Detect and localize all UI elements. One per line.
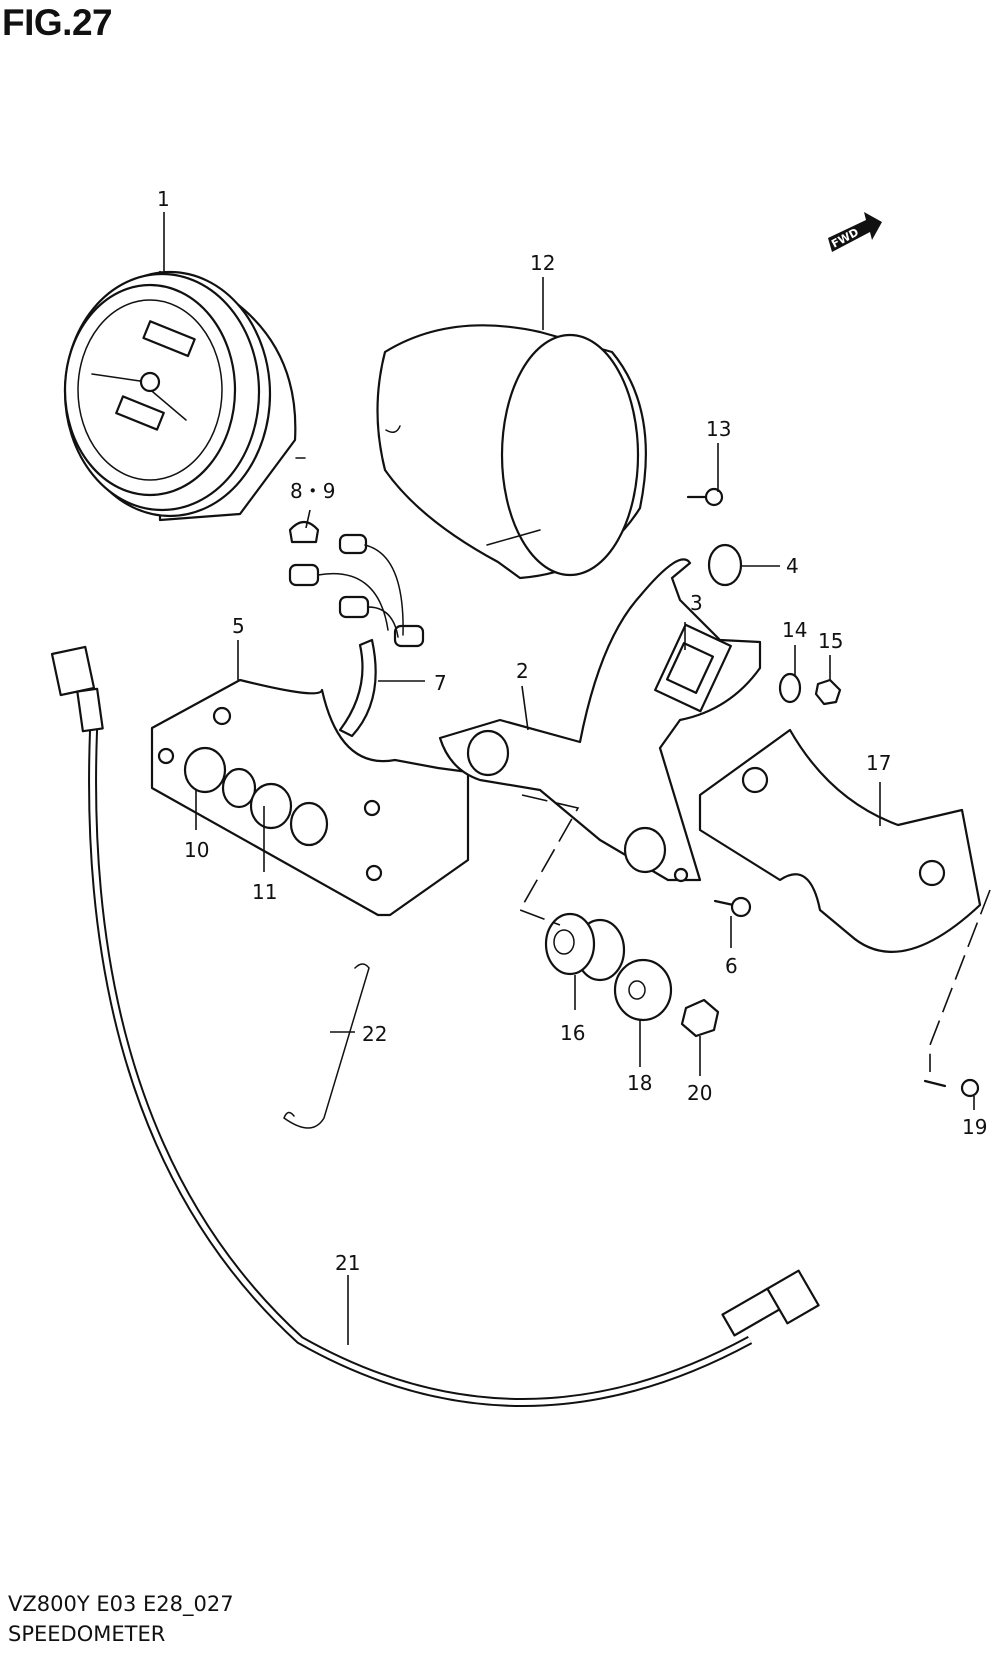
callout-11: 11 (252, 880, 277, 904)
speedometer-cable-21 (50, 645, 820, 1407)
callout-18: 18 (627, 1071, 652, 1095)
callout-1: 1 (157, 187, 170, 211)
spring-clip-22 (283, 963, 370, 1129)
callout-7: 7 (434, 671, 447, 695)
callout-20: 20 (687, 1081, 712, 1105)
speedometer-bracket-5 (150, 678, 470, 917)
fwd-arrow-icon: FWD (828, 212, 882, 252)
nut-20 (680, 998, 720, 1038)
callout-21: 21 (335, 1251, 360, 1275)
leader-lines (163, 212, 991, 1345)
callout-10: 10 (184, 838, 209, 862)
callout-8-9: 8・9 (290, 479, 335, 503)
meter-bracket-2 (438, 558, 762, 883)
figure-title: FIG.27 (2, 2, 113, 43)
fwd-label: FWD (829, 226, 861, 251)
screw-13 (686, 487, 724, 507)
callout-3: 3 (690, 591, 703, 615)
bulb-sockets-and-wiring (288, 520, 425, 738)
cushion-16 (544, 912, 626, 982)
model-code: VZ800Y E03 E28_027 (8, 1592, 234, 1616)
grommet-4 (707, 543, 743, 587)
callout-17: 17 (866, 751, 891, 775)
washer-18 (613, 958, 673, 1022)
speedometer-gauge (63, 270, 306, 522)
callout-13: 13 (706, 417, 731, 441)
callout-6: 6 (725, 954, 738, 978)
callout-15: 15 (818, 629, 843, 653)
callout-12: 12 (530, 251, 555, 275)
callout-14: 14 (782, 618, 807, 642)
callout-16: 16 (560, 1021, 585, 1045)
screw-6 (713, 896, 752, 918)
callout-19: 19 (962, 1115, 987, 1139)
callout-labels: 1 2 3 4 5 6 7 8・9 10 11 12 13 14 15 16 1… (157, 187, 987, 1275)
callout-22: 22 (362, 1022, 387, 1046)
screw-19 (923, 1078, 980, 1098)
callout-4: 4 (786, 554, 799, 578)
nut-15 (814, 678, 842, 706)
meter-cover (376, 324, 647, 580)
cover-plate-17 (698, 728, 982, 953)
washer-14 (778, 672, 802, 704)
callout-5: 5 (232, 614, 245, 638)
callout-2: 2 (516, 659, 529, 683)
figure-name: SPEEDOMETER (8, 1622, 166, 1646)
